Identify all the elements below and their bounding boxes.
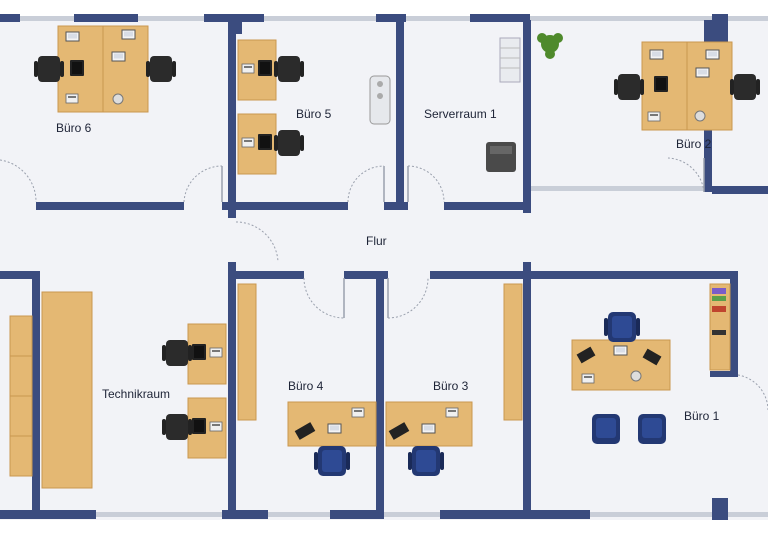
phone-icon (241, 63, 255, 74)
room-label-buero-4: Büro 4 (288, 379, 324, 393)
laptop-icon (121, 29, 136, 40)
laptop-icon (111, 51, 126, 62)
monitor-icon (192, 418, 206, 434)
monitor-icon (70, 60, 84, 76)
monitor-icon (642, 348, 662, 366)
buero-5-desks (237, 39, 304, 175)
room-label-buero-2: Büro 2 (676, 137, 712, 151)
buero-6-desks (34, 25, 176, 113)
phone-icon (65, 93, 79, 104)
office-chair-icon (274, 130, 304, 156)
laptop-icon (613, 345, 628, 356)
buero-4-3-desks (287, 283, 523, 476)
door-leaves (221, 158, 705, 318)
laptop-icon (327, 423, 342, 434)
desk-lamp-icon (630, 370, 642, 382)
office-chair-icon (162, 414, 192, 440)
room-label-buero-5: Büro 5 (296, 107, 332, 121)
server-rack-icon (499, 37, 521, 83)
laptop-icon (421, 423, 436, 434)
serverraum-equipment (369, 37, 521, 172)
buero-2-desks (537, 33, 760, 131)
desk-lamp-icon (112, 93, 124, 105)
phone-icon (209, 347, 223, 358)
office-chair-icon (614, 74, 644, 100)
monitor-icon (258, 134, 272, 150)
office-chair-icon (146, 56, 176, 82)
phone-icon (581, 373, 595, 384)
plant-icon (537, 33, 563, 59)
monitor-icon (654, 76, 668, 92)
buero-1-furniture (571, 283, 731, 444)
room-label-serverraum-1: Serverraum 1 (424, 107, 497, 121)
room-label-buero-6: Büro 6 (56, 121, 92, 135)
armchair-icon (408, 446, 444, 476)
desk-lamp-icon (694, 110, 706, 122)
office-chair-icon (162, 340, 192, 366)
shelf (237, 283, 257, 421)
phone-icon (209, 421, 223, 432)
shelf (503, 283, 523, 421)
monitor-icon (192, 344, 206, 360)
armchair-icon (314, 446, 350, 476)
bookshelf-icon (709, 283, 731, 371)
laptop-icon (65, 31, 80, 42)
water-heater-icon (369, 75, 391, 125)
room-label-flur: Flur (366, 234, 387, 248)
monitor-icon (388, 422, 410, 440)
laptop-icon (649, 49, 664, 60)
monitor-icon (258, 60, 272, 76)
phone-icon (445, 407, 459, 418)
door-swings (0, 157, 768, 411)
office-chair-icon (34, 56, 64, 82)
office-chair-icon (730, 74, 760, 100)
phone-icon (647, 111, 661, 122)
armchair-icon (604, 312, 640, 342)
phone-icon (241, 137, 255, 148)
room-label-buero-3: Büro 3 (433, 379, 469, 393)
room-label-buero-1: Büro 1 (684, 409, 720, 423)
laptop-icon (705, 49, 720, 60)
walls (0, 14, 768, 520)
laptop-icon (695, 67, 710, 78)
monitor-icon (576, 346, 596, 364)
monitor-icon (294, 422, 316, 440)
workbench (41, 291, 93, 489)
office-chair-icon (274, 56, 304, 82)
room-label-technikraum: Technikraum (102, 387, 170, 401)
technikraum-furniture (9, 283, 257, 489)
phone-icon (351, 407, 365, 418)
